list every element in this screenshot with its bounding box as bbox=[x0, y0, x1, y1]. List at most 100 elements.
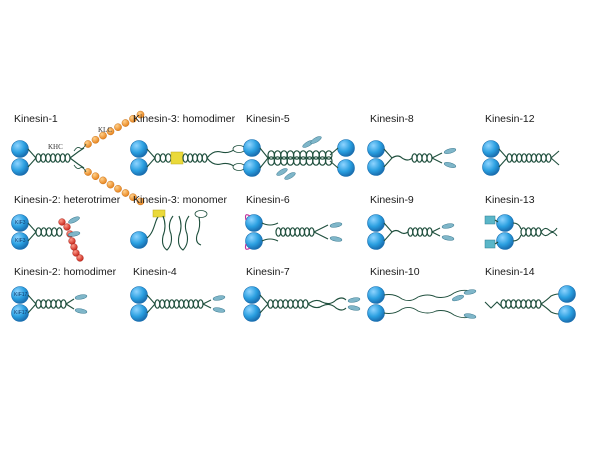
motor-head bbox=[496, 232, 514, 250]
tail-linker bbox=[431, 227, 441, 233]
motor-head bbox=[482, 158, 500, 176]
coiled-coil-segment bbox=[305, 156, 314, 166]
coiled-coil-segment bbox=[275, 227, 282, 237]
coiled-coil-segment bbox=[303, 227, 310, 237]
coiled-coil-segment bbox=[510, 299, 517, 309]
coiled-coil-segment bbox=[35, 153, 42, 163]
neck-linker bbox=[27, 148, 37, 159]
panel-title-kinesin-8: Kinesin-8 bbox=[370, 113, 414, 125]
coiled-coil-segment bbox=[267, 156, 276, 166]
motor-head bbox=[243, 159, 261, 177]
coiled-coil-segment bbox=[535, 153, 542, 163]
neck-linker bbox=[498, 148, 508, 159]
klc-bead bbox=[129, 115, 137, 123]
tail-linker bbox=[202, 299, 212, 305]
kap-bead bbox=[63, 223, 71, 231]
neck-linker bbox=[540, 293, 560, 305]
tail-domain bbox=[74, 294, 88, 300]
motor-head bbox=[558, 305, 576, 323]
coiled-coil-segment bbox=[192, 153, 199, 163]
tail-domain bbox=[212, 307, 226, 313]
coiled-coil-segment bbox=[56, 227, 63, 237]
coiled-coil-segment bbox=[421, 227, 428, 237]
panel-title-kinesin-1: Kinesin-1 bbox=[14, 113, 58, 125]
k6-loop bbox=[244, 214, 251, 221]
coiled-coil-segment bbox=[506, 153, 513, 163]
panel-title-kinesin-9: Kinesin-9 bbox=[370, 194, 414, 206]
fha-domain bbox=[152, 209, 166, 218]
coiled-coil-segment bbox=[505, 299, 512, 309]
coiled-coil-segment bbox=[521, 153, 528, 163]
coiled-coil-segment bbox=[45, 153, 52, 163]
fha-domain bbox=[170, 151, 184, 165]
tail-linker bbox=[313, 224, 329, 233]
tail-domain bbox=[74, 308, 88, 314]
neck-linker bbox=[498, 157, 508, 168]
coiled-coil-segment bbox=[318, 156, 327, 166]
k6-loop bbox=[244, 243, 251, 250]
coiled-coil-segment bbox=[417, 227, 424, 237]
klc-bead bbox=[91, 135, 100, 144]
ph-domain bbox=[194, 210, 208, 218]
tail-domain bbox=[441, 223, 455, 229]
coiled-coil-segment bbox=[55, 299, 62, 309]
panel-title-kinesin-7: Kinesin-7 bbox=[246, 266, 290, 278]
coiled-coil-segment bbox=[272, 299, 279, 309]
neck-linker bbox=[512, 234, 522, 242]
coiled-coil-segment bbox=[530, 227, 537, 237]
motor-head bbox=[337, 139, 355, 157]
kap-bead bbox=[76, 254, 84, 262]
motor-head bbox=[11, 140, 29, 158]
coiled-coil-segment bbox=[173, 299, 180, 309]
neck-linker bbox=[27, 303, 37, 314]
coiled-coil-segment bbox=[40, 227, 48, 237]
coiled-coil-segment bbox=[302, 299, 309, 309]
klc-bead bbox=[114, 123, 122, 131]
motor-head bbox=[130, 158, 148, 176]
kap-bead bbox=[58, 218, 66, 226]
klc-bead bbox=[129, 193, 137, 201]
tail-domain bbox=[212, 295, 226, 301]
tail-domain bbox=[441, 235, 455, 241]
tail-linker bbox=[431, 152, 443, 159]
coiled-coil-segment bbox=[535, 227, 542, 237]
long-tail bbox=[307, 297, 347, 305]
motor-head bbox=[367, 158, 385, 176]
coiled-coil-segment bbox=[421, 153, 428, 163]
tail-linker bbox=[313, 231, 329, 240]
khc-label: KHC bbox=[48, 143, 63, 151]
panel-title-kinesin-12: Kinesin-12 bbox=[485, 113, 535, 125]
motor-head bbox=[482, 140, 500, 158]
coiled-coil-segment bbox=[535, 299, 542, 309]
coiled-coil-segment bbox=[520, 227, 527, 237]
klc-bead bbox=[84, 140, 92, 148]
coiled-coil-segment bbox=[154, 153, 161, 163]
coiled-coil-segment bbox=[545, 153, 552, 163]
tail-domain bbox=[67, 231, 81, 237]
coiled-coil-segment bbox=[196, 153, 203, 163]
motor-head bbox=[367, 232, 385, 250]
coiled-coil-segment bbox=[282, 299, 289, 309]
motor-head bbox=[243, 139, 261, 157]
coiled-coil-segment bbox=[183, 299, 190, 309]
coiled-coil-segment bbox=[168, 299, 175, 309]
tail-domain bbox=[329, 236, 343, 242]
neck-linker bbox=[146, 148, 156, 159]
tail-domain bbox=[463, 289, 477, 295]
coiled-coil-segment bbox=[292, 299, 299, 309]
long-linker bbox=[261, 238, 279, 242]
klc-bead bbox=[121, 119, 130, 127]
motor-head bbox=[367, 286, 385, 304]
motor-head bbox=[367, 140, 385, 158]
coiled-coil-segment bbox=[164, 299, 171, 309]
coiled-coil-segment bbox=[178, 299, 185, 309]
ph-domain bbox=[232, 163, 246, 171]
monomer-stalk bbox=[177, 215, 190, 251]
motor-head bbox=[11, 158, 29, 176]
coiled-coil-segment bbox=[159, 153, 167, 163]
neck-linker bbox=[494, 219, 499, 223]
coiled-coil-segment bbox=[286, 156, 295, 166]
neck-linker bbox=[259, 147, 269, 159]
coiled-coil-segment bbox=[426, 153, 433, 163]
coiled-coil-segment bbox=[40, 299, 47, 309]
